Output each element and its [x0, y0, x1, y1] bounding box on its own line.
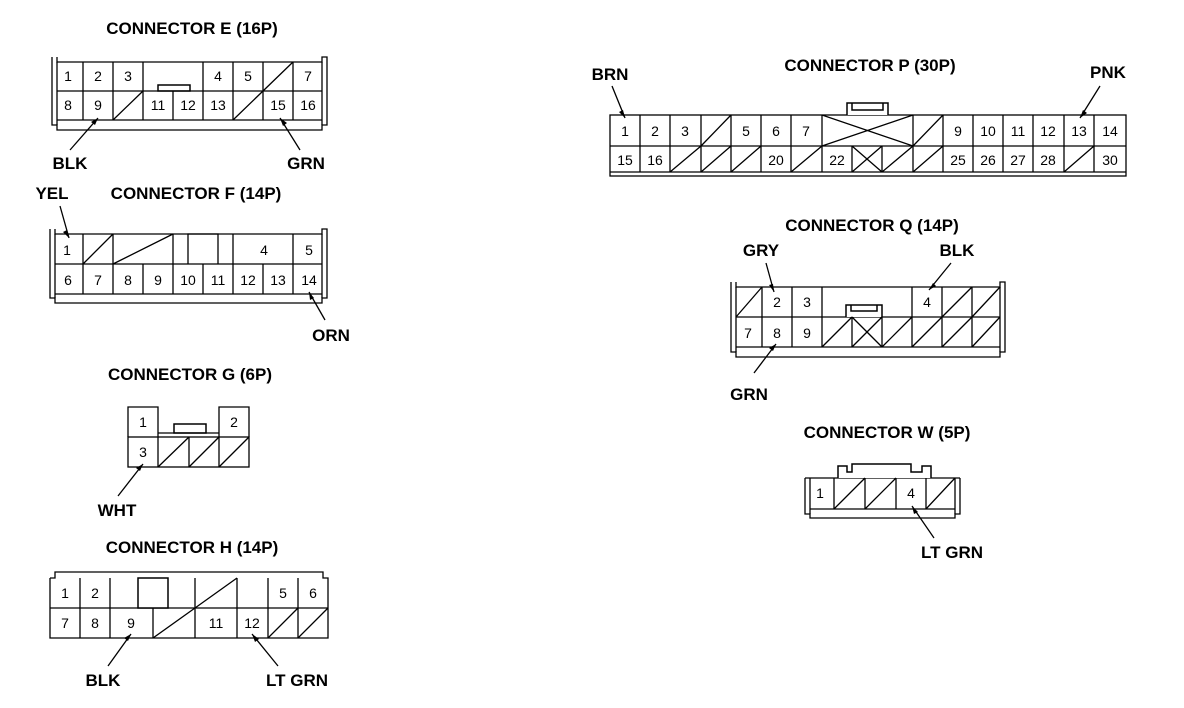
connector-p-title: CONNECTOR P (30P)	[784, 56, 955, 75]
pin-label: 8	[773, 325, 781, 341]
wire-label: PNK	[1090, 63, 1127, 82]
connector-q-title: CONNECTOR Q (14P)	[785, 216, 959, 235]
pin-label: 10	[180, 272, 196, 288]
pin-label: 3	[124, 68, 132, 84]
pin-label: 28	[1040, 152, 1056, 168]
pin-label: 8	[124, 272, 132, 288]
pin-label: 8	[91, 615, 99, 631]
connector-h-title: CONNECTOR H (14P)	[106, 538, 279, 557]
pin-label: 9	[954, 123, 962, 139]
wire-label: LT GRN	[921, 543, 983, 562]
pin-label: 30	[1102, 152, 1118, 168]
pin-label: 25	[950, 152, 966, 168]
pin-label: 9	[154, 272, 162, 288]
pin-label: 13	[270, 272, 286, 288]
connector-f: CONNECTOR F (14P) YEL 1 4 5 6 7 8 9 10 1…	[35, 184, 349, 345]
pin-label: 7	[802, 123, 810, 139]
pin-label: 4	[214, 68, 222, 84]
connector-p: CONNECTOR P (30P) BRN PNK	[592, 56, 1127, 177]
pin-label: 2	[773, 294, 781, 310]
pin-label: 12	[240, 272, 256, 288]
connector-f-title: CONNECTOR F (14P)	[111, 184, 282, 203]
wire-label: YEL	[35, 184, 68, 203]
wire-label: BLK	[53, 154, 89, 173]
pin-label: 9	[127, 615, 135, 631]
pin-label: 6	[309, 585, 317, 601]
connector-e: CONNECTOR E (16P) 1 2 3 4 5 7 8 9 11 12 …	[51, 19, 328, 173]
pin-label: 2	[94, 68, 102, 84]
pin-label: 2	[91, 585, 99, 601]
pin-label: 12	[1040, 123, 1056, 139]
wire-label: ORN	[312, 326, 350, 345]
pin-label: 11	[211, 272, 226, 288]
pin-label: 1	[64, 68, 72, 84]
wire-label: BLK	[86, 671, 122, 690]
connector-g: CONNECTOR G (6P) 1 2 3 WHT	[98, 365, 272, 520]
pin-label: 1	[63, 242, 71, 258]
pin-label: 11	[1011, 123, 1026, 139]
pin-label: 2	[651, 123, 659, 139]
connector-w: CONNECTOR W (5P) 1 4 LT GRN	[804, 423, 983, 562]
pin-label: 3	[139, 444, 147, 460]
connector-w-title: CONNECTOR W (5P)	[804, 423, 971, 442]
pin-label: 14	[301, 272, 317, 288]
pin-label: 27	[1010, 152, 1026, 168]
wire-label: LT GRN	[266, 671, 328, 690]
connector-q: CONNECTOR Q (14P) GRY BLK 2 3 4 7 8 9	[730, 216, 1006, 404]
pin-label: 13	[1071, 123, 1087, 139]
wire-label: GRN	[730, 385, 768, 404]
wire-label: GRY	[743, 241, 780, 260]
pin-label: 11	[151, 97, 166, 113]
pin-label: 14	[1102, 123, 1118, 139]
pin-label: 22	[829, 152, 845, 168]
pin-label: 6	[772, 123, 780, 139]
pin-label: 7	[94, 272, 102, 288]
pin-label: 7	[744, 325, 752, 341]
pin-label: 16	[647, 152, 663, 168]
pin-label: 5	[279, 585, 287, 601]
pin-label: 1	[139, 414, 147, 430]
wire-label: BLK	[940, 241, 976, 260]
connector-h: CONNECTOR H (14P) 1 2 5 6 7 8 9 11 12 BL…	[49, 538, 329, 690]
wire-label: WHT	[98, 501, 137, 520]
pin-label: 7	[61, 615, 69, 631]
pin-label: 5	[305, 242, 313, 258]
pin-label: 9	[803, 325, 811, 341]
connector-e-title: CONNECTOR E (16P)	[106, 19, 278, 38]
pin-label: 12	[244, 615, 260, 631]
pin-label: 2	[230, 414, 238, 430]
pin-label: 7	[304, 68, 312, 84]
pin-label: 10	[980, 123, 996, 139]
pin-label: 26	[980, 152, 996, 168]
pin-label: 1	[816, 485, 824, 501]
pin-label: 5	[742, 123, 750, 139]
pin-label: 16	[300, 97, 316, 113]
pin-label: 3	[803, 294, 811, 310]
pin-label: 15	[617, 152, 633, 168]
pin-label: 13	[210, 97, 226, 113]
pin-label: 12	[180, 97, 196, 113]
pin-label: 15	[270, 97, 286, 113]
pin-label: 8	[64, 97, 72, 113]
connector-g-title: CONNECTOR G (6P)	[108, 365, 272, 384]
pin-label: 20	[768, 152, 784, 168]
pin-label: 1	[621, 123, 629, 139]
pin-label: 11	[209, 615, 224, 631]
wire-label: GRN	[287, 154, 325, 173]
pin-label: 3	[681, 123, 689, 139]
pin-label: 4	[923, 294, 931, 310]
wire-label: BRN	[592, 65, 629, 84]
pin-label: 4	[907, 485, 915, 501]
pin-label: 5	[244, 68, 252, 84]
pin-label: 1	[61, 585, 69, 601]
pin-label: 9	[94, 97, 102, 113]
pin-label: 6	[64, 272, 72, 288]
pin-label: 4	[260, 242, 268, 258]
